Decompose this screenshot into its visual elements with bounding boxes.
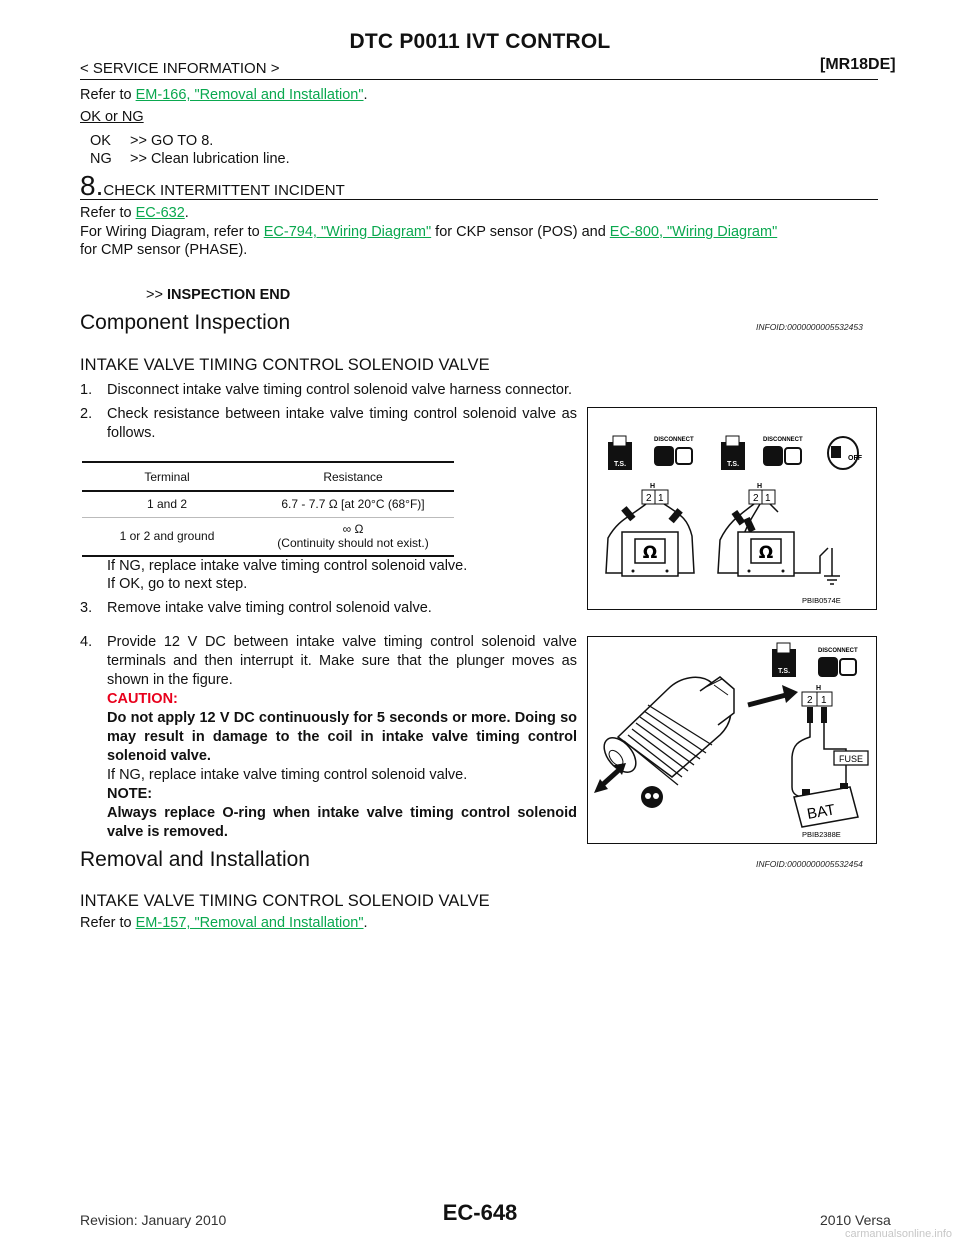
battery-icon: BAT <box>793 783 859 828</box>
ng-replace-line-2: If NG, replace intake valve timing contr… <box>107 767 468 783</box>
connector-disconnect-icon <box>654 446 693 466</box>
ts-icon: T.S. <box>608 435 632 470</box>
th-resistance: Resistance <box>323 469 383 484</box>
table-row: 1 or 2 and ground ∞ Ω(Continuity should … <box>119 522 429 551</box>
ec-800-link[interactable]: EC-800, "Wiring Diagram" <box>609 224 778 240</box>
svg-text:T.S.: T.S. <box>778 668 790 675</box>
svg-text:1: 1 <box>821 695 827 706</box>
svg-text:H: H <box>757 483 762 490</box>
step8-wiring-end: for CMP sensor (PHASE). <box>80 242 248 258</box>
svg-text:Ω: Ω <box>759 543 773 563</box>
inspection-step-4: 4. Provide 12 V DC between intake valve … <box>80 634 577 840</box>
table-top-rule <box>82 461 454 463</box>
svg-text:2: 2 <box>646 493 652 504</box>
svg-text:1: 1 <box>658 493 664 504</box>
inspection-step-2: 2. Check resistance between intake valve… <box>80 406 577 441</box>
connector-disconnect-icon <box>818 657 857 677</box>
figure-resistance-check: T.S. DISCONNECT T.S. DISCONNECT OFF H <box>587 407 877 610</box>
svg-text:Ω: Ω <box>643 543 657 563</box>
step8-wiring: For Wiring Diagram, refer to EC-794, "Wi… <box>80 224 778 240</box>
svg-text:OFF: OFF <box>848 455 863 462</box>
ts-icon: T.S. <box>772 642 796 677</box>
th-terminal: Terminal <box>144 469 190 484</box>
svg-text:1: 1 <box>765 493 771 504</box>
ts-icon: T.S. <box>721 435 745 470</box>
ng-replace-line: If NG, replace intake valve timing contr… <box>107 558 468 574</box>
connector-pins: H 2 1 <box>641 483 669 505</box>
ohmmeter-icon: Ω <box>737 531 795 577</box>
resistance-table: Terminal Resistance 1 and 2 6.7 - 7.7 Ω … <box>82 461 454 557</box>
inspection-end: >> INSPECTION END <box>146 287 291 303</box>
inspection-step-1: 1. Disconnect intake valve timing contro… <box>80 382 573 398</box>
component-info-id: INFOID:0000000005532453 <box>756 322 863 332</box>
page-number: EC-648 <box>442 1200 518 1225</box>
em-166-link[interactable]: EM-166, "Removal and Installation" <box>135 87 364 103</box>
svg-text:H: H <box>650 483 655 490</box>
ok-ng-label: OK or NG <box>80 109 144 125</box>
ng-code: NG <box>90 151 112 167</box>
component-inspection-title: Component Inspection <box>80 311 291 334</box>
note-text: Always replace O-ring when intake valve … <box>107 805 577 840</box>
connector-pins: H 2 1 <box>748 483 776 505</box>
step8-title: CHECK INTERMITTENT INCIDENT <box>103 182 345 199</box>
header-rule <box>80 79 878 80</box>
step8-heading: 8.CHECK INTERMITTENT INCIDENT <box>80 170 345 201</box>
disconnect-label: DISCONNECT <box>763 437 803 443</box>
ignition-off-icon: OFF <box>827 436 863 470</box>
figure-id: PBIB0574E <box>802 596 841 605</box>
model-year: 2010 Versa <box>820 1212 891 1228</box>
svg-text:FUSE: FUSE <box>839 754 863 764</box>
step7-refer: Refer to EM-166, "Removal and Installati… <box>80 87 368 103</box>
removal-subtitle: INTAKE VALVE TIMING CONTROL SOLENOID VAL… <box>80 892 490 910</box>
step8-number: 8. <box>80 170 104 201</box>
model-tag: [MR18DE] <box>820 56 896 73</box>
caution-text: Do not apply 12 V DC continuously for 5 … <box>107 710 577 764</box>
step8-rule <box>80 199 878 200</box>
note-label: NOTE: <box>107 786 153 802</box>
caution-label: CAUTION: <box>107 691 178 707</box>
svg-text:2: 2 <box>807 695 813 706</box>
svg-text:H: H <box>816 685 821 692</box>
component-subtitle: INTAKE VALVE TIMING CONTROL SOLENOID VAL… <box>80 356 490 374</box>
pointer-arrow <box>747 685 798 708</box>
table-row: 1 and 2 6.7 - 7.7 Ω [at 20°C (68°F)] <box>82 491 454 517</box>
ec-632-link[interactable]: EC-632 <box>135 205 185 221</box>
connector-pins: H 2 1 <box>801 685 833 707</box>
figure-plunger-check: T.S. DISCONNECT H 2 1 FUSE BAT PBIB238 <box>587 636 877 844</box>
svg-text:2: 2 <box>753 493 759 504</box>
svg-text:T.S.: T.S. <box>727 461 739 468</box>
removal-refer: Refer to EM-157, "Removal and Installati… <box>80 915 368 931</box>
svg-text:T.S.: T.S. <box>614 461 626 468</box>
figure-id: PBIB2388E <box>802 830 841 839</box>
removal-title: Removal and Installation <box>80 848 310 871</box>
svg-text:BAT: BAT <box>806 801 837 823</box>
removal-info-id: INFOID:0000000005532454 <box>756 859 863 869</box>
page-title: DTC P0011 IVT CONTROL <box>349 30 611 53</box>
ng-text: >> Clean lubrication line. <box>130 151 290 167</box>
solenoid-valve-illustration <box>603 676 735 786</box>
ok-code: OK <box>90 133 111 149</box>
table-header-row: Terminal Resistance <box>82 463 454 491</box>
section-tag: < SERVICE INFORMATION > <box>80 60 280 77</box>
inspection-step-3: 3. Remove intake valve timing control so… <box>80 600 432 616</box>
ec-794-link[interactable]: EC-794, "Wiring Diagram" <box>263 224 432 240</box>
ok-next-line: If OK, go to next step. <box>107 576 248 592</box>
plunger-check-diagram: T.S. DISCONNECT H 2 1 FUSE BAT PBIB238 <box>594 642 869 839</box>
fuse-icon: FUSE <box>833 750 869 766</box>
connector-disconnect-icon <box>763 446 802 466</box>
table-bottom-rule <box>82 555 454 557</box>
revision-date: Revision: January 2010 <box>80 1212 227 1228</box>
ok-text: >> GO TO 8. <box>130 133 214 149</box>
ohmmeter-icon: Ω <box>621 531 679 577</box>
em-157-link[interactable]: EM-157, "Removal and Installation" <box>135 915 364 931</box>
disconnect-label: DISCONNECT <box>818 648 858 654</box>
resistance-check-diagram: T.S. DISCONNECT T.S. DISCONNECT OFF H <box>605 435 863 605</box>
disconnect-label: DISCONNECT <box>654 437 694 443</box>
plunger-motion-arrow <box>594 763 626 793</box>
step8-refer: Refer to EC-632. <box>80 205 189 221</box>
watermark: carmanualsonline.info <box>844 1228 952 1240</box>
view-eyes-icon <box>641 786 663 808</box>
ground-icon <box>824 548 840 585</box>
